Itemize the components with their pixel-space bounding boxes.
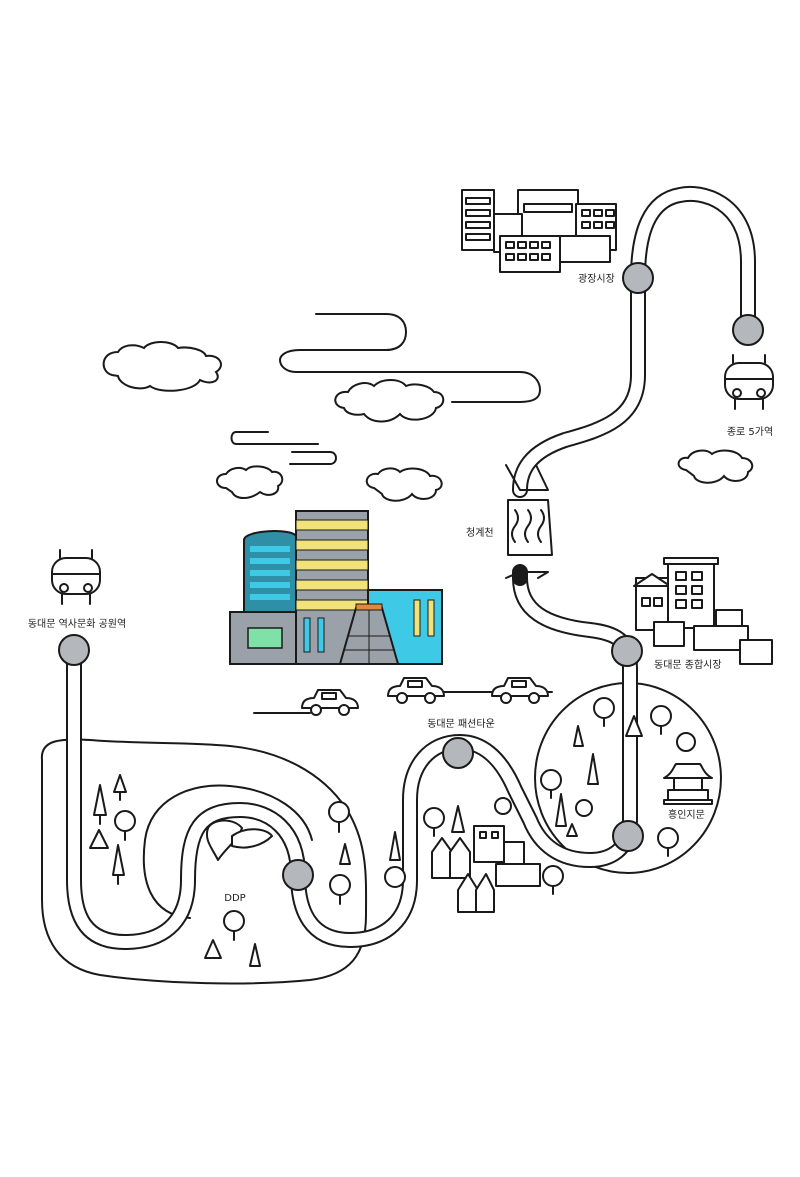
cloud-icon <box>334 379 445 423</box>
subway-train-icon <box>724 354 774 410</box>
building-icon <box>461 189 617 273</box>
ddp-inner-outline <box>144 784 313 841</box>
cloud-icon <box>216 465 284 499</box>
building-icon <box>633 557 773 665</box>
car-icon <box>491 677 549 704</box>
cloud-icon <box>279 313 541 403</box>
label-heunginjimun: 흥인지문 <box>668 808 705 821</box>
label-fashion-town: 동대문 패션타운 <box>427 718 495 730</box>
stop-jongno5ga[interactable] <box>732 314 764 346</box>
ddp-park-outline <box>40 738 368 985</box>
car-icon <box>301 689 359 716</box>
car-icon <box>387 677 445 704</box>
label-cheonggyecheon: 청계천 <box>466 527 494 539</box>
cloud-icon <box>365 467 443 502</box>
subway-train-icon <box>51 549 101 605</box>
ddp-landmark <box>206 819 273 861</box>
label-ddp: DDP <box>224 893 245 904</box>
stop-heunginjimun[interactable] <box>612 820 644 852</box>
stop-ddp[interactable] <box>282 859 314 891</box>
label-history-park-station: 동대문 역사문화 공원역 <box>28 618 126 630</box>
label-jongno5ga: 종로 5가역 <box>727 426 773 438</box>
stop-fashion-town[interactable] <box>442 737 474 769</box>
gate-icon <box>663 763 713 805</box>
building-icon <box>431 825 541 913</box>
cloud-icon <box>102 341 222 392</box>
stop-history-park-station[interactable] <box>58 634 90 666</box>
cheonggyecheon-stream <box>505 464 553 586</box>
label-dongdaemun-market: 동대문 종합시장 <box>654 659 722 671</box>
building-icon <box>229 510 443 665</box>
cloud-icon <box>230 431 337 465</box>
route-road <box>66 185 756 950</box>
stop-gwangjang-market[interactable] <box>622 262 654 294</box>
stop-dongdaemun-market[interactable] <box>611 635 643 667</box>
label-gwangjang-market: 광장시장 <box>578 273 615 285</box>
cloud-icon <box>677 449 754 484</box>
tree-icon <box>89 697 696 967</box>
